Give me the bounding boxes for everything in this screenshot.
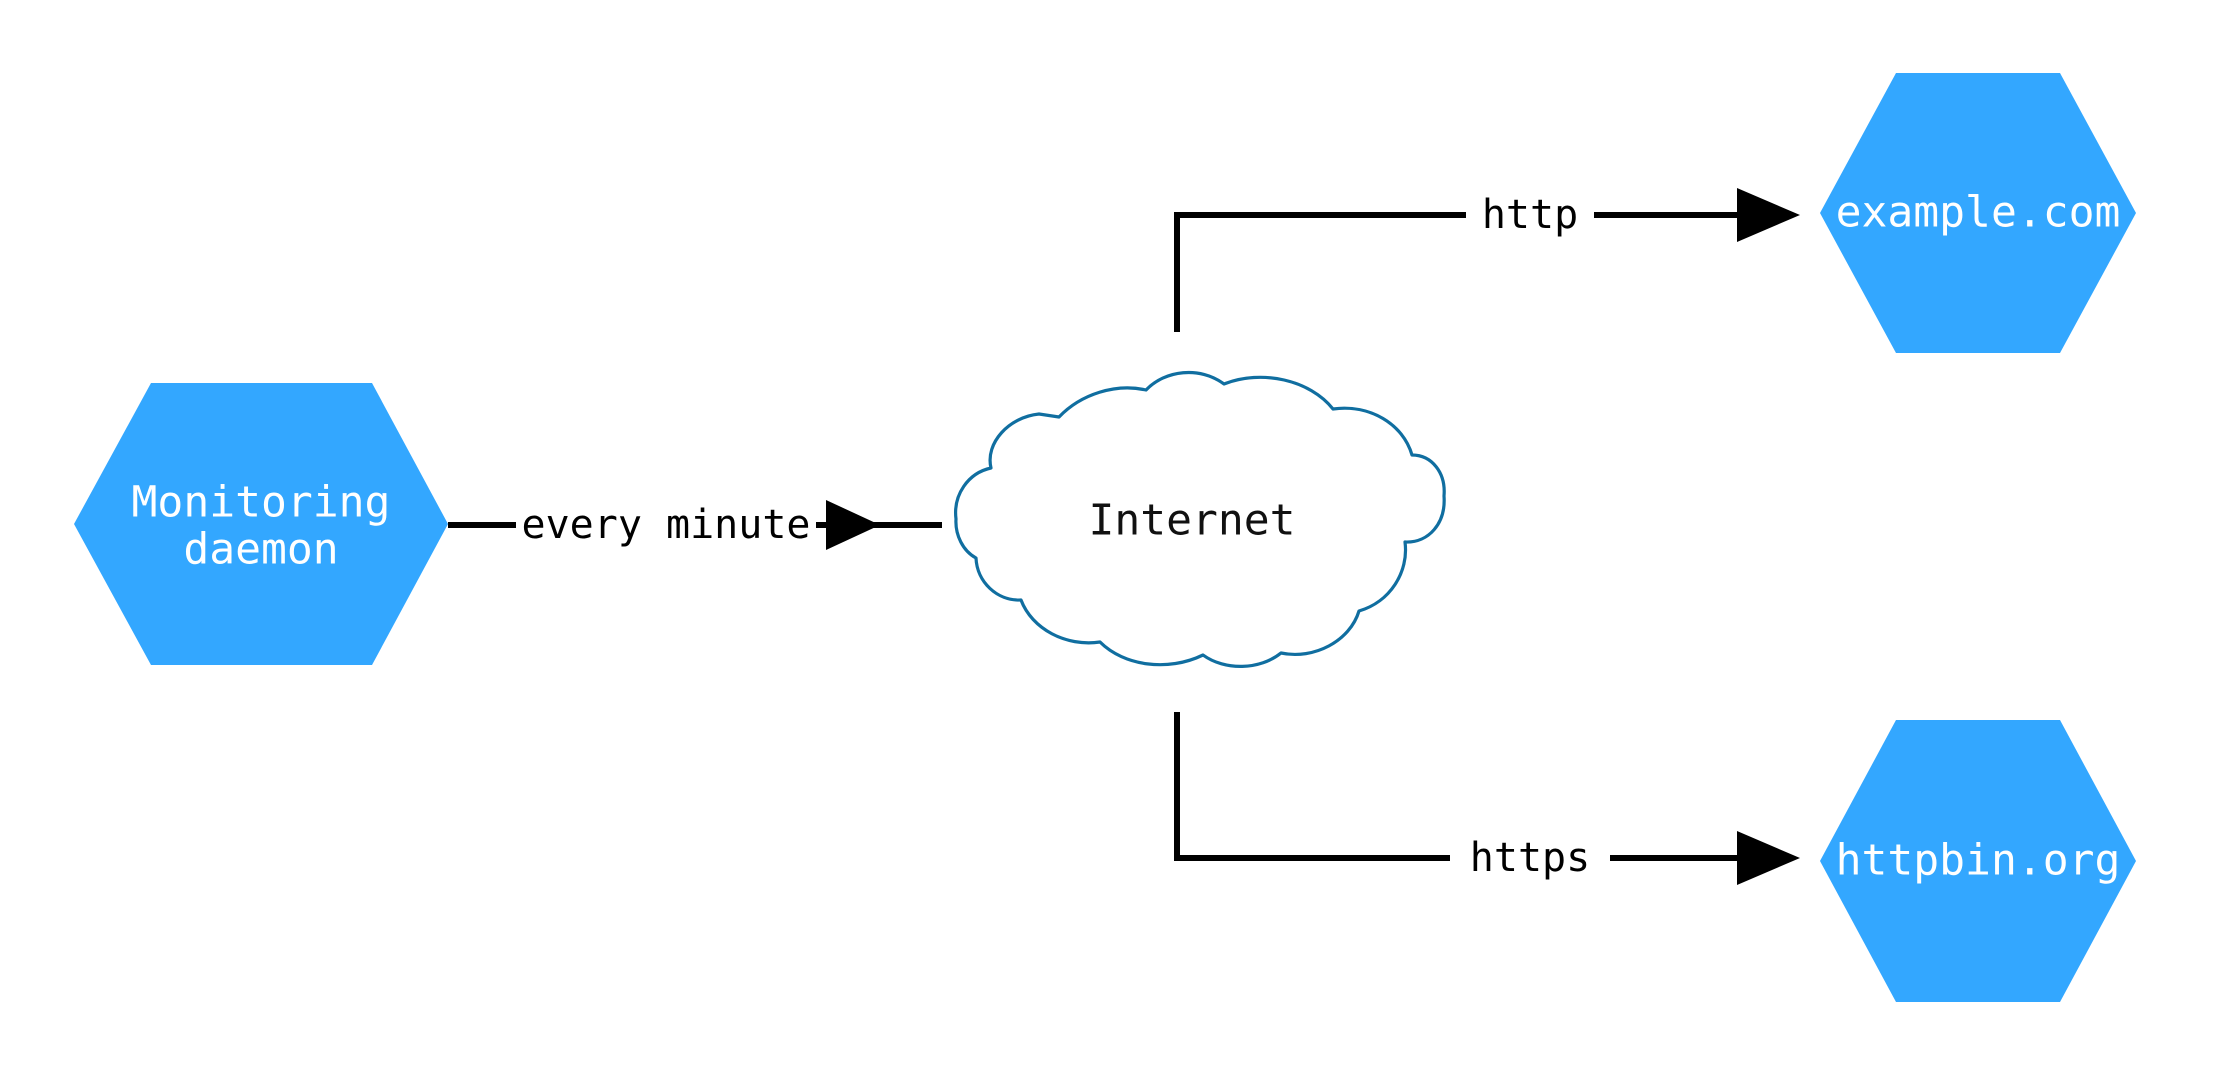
edge-internet-to-example[interactable]: http: [1174, 188, 1800, 332]
node-example-com[interactable]: example.com: [1820, 73, 2136, 353]
arrowhead-icon-every-minute: [826, 500, 880, 550]
edge-internet-to-httpbin[interactable]: https: [1174, 712, 1800, 887]
hexagon-shape-example-com: [1820, 73, 2136, 353]
node-httpbin-org[interactable]: httpbin.org: [1820, 720, 2136, 1002]
edge-label-every-minute: every minute: [522, 502, 811, 548]
edge-label-https: https: [1470, 835, 1590, 881]
cloud-shape-internet: [954, 370, 1446, 668]
edge-label-http: http: [1482, 192, 1578, 238]
arrowhead-icon-https: [1737, 831, 1800, 885]
edge-label-backdrop-http: [1466, 188, 1594, 244]
node-label-monitoring-daemon-line1: Monitoring: [132, 478, 391, 528]
node-label-example-com: example.com: [1836, 188, 2121, 238]
node-label-internet: Internet: [1088, 496, 1295, 546]
hexagon-shape-monitoring-daemon: [74, 383, 448, 665]
edge-label-backdrop-every-minute: [516, 498, 816, 554]
node-label-httpbin-org: httpbin.org: [1836, 836, 2121, 886]
node-label-monitoring-daemon-line2: daemon: [183, 525, 338, 575]
node-internet[interactable]: Internet: [954, 370, 1446, 668]
arrowhead-icon-http: [1737, 188, 1800, 242]
edge-label-backdrop-https: [1450, 831, 1610, 887]
node-monitoring-daemon[interactable]: Monitoring daemon: [74, 383, 448, 665]
edge-daemon-to-internet[interactable]: every minute: [448, 498, 942, 554]
hexagon-shape-httpbin-org: [1820, 720, 2136, 1002]
